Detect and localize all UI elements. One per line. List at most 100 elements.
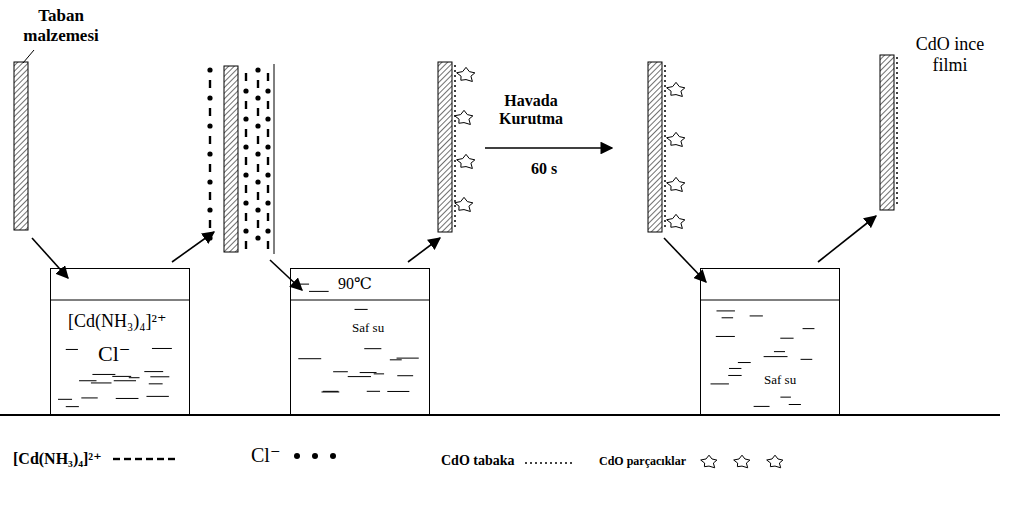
complex-ion <box>245 101 247 109</box>
complex-ion <box>267 185 269 193</box>
liquid-dash <box>116 398 139 399</box>
chloride-ion <box>207 123 212 128</box>
cdo-layer-dot <box>896 167 898 169</box>
cdo-layer-dot <box>664 125 666 127</box>
process-arrow <box>172 232 214 262</box>
cdo-layer-dot <box>664 140 666 142</box>
cdo-layer-dot <box>454 195 456 197</box>
chloride-ion <box>207 95 212 100</box>
complex-ion <box>267 129 269 137</box>
legend-item: [Cd(NH₃)₄]²⁺ <box>12 448 179 470</box>
cdo-layer-dot <box>454 130 456 132</box>
chloride-ion <box>255 95 260 100</box>
cdo-layer-dot <box>454 85 456 87</box>
cdo-layer-dot <box>454 200 456 202</box>
cdo-layer-dot <box>664 105 666 107</box>
liquid-dash <box>348 376 371 377</box>
liquid-dash <box>66 406 79 407</box>
cdo-layer-dot <box>896 157 898 159</box>
cdo-layer-dot <box>896 162 898 164</box>
cdo-layer-dot <box>664 190 666 192</box>
cdo-layer-dot <box>454 145 456 147</box>
liquid-surface <box>291 300 429 301</box>
complex-ion <box>267 101 269 109</box>
cdo-layer-dot <box>664 180 666 182</box>
cdo-layer-dot <box>454 175 456 177</box>
cdo-layer-dot <box>896 137 898 139</box>
solution-label: Saf su <box>351 321 385 336</box>
beaker: Saf su <box>700 268 840 415</box>
beaker: 90℃Saf su <box>290 268 430 415</box>
liquid-dash <box>750 315 763 316</box>
complex-ion <box>209 108 211 116</box>
legend-text: CdO parçacıklar <box>598 455 687 469</box>
cdo-layer-dot <box>664 220 666 222</box>
process-arrow <box>485 147 612 149</box>
complex-ion <box>209 80 211 88</box>
cdo-layer-dot <box>454 220 456 222</box>
chloride-ion <box>243 228 248 233</box>
complex-ion <box>245 185 247 193</box>
chloride-ion <box>207 207 212 212</box>
chloride-ion <box>243 88 248 93</box>
solution-label: Saf su <box>763 373 797 388</box>
cdo-layer-dot <box>896 87 898 89</box>
cdo-layer-dot <box>896 102 898 104</box>
cdo-layer-dot <box>664 130 666 132</box>
liquid-surface <box>51 300 189 301</box>
cdo-particle <box>455 110 473 124</box>
cdo-layer-dot <box>896 82 898 84</box>
cdo-layer-dot <box>896 147 898 149</box>
substrate <box>224 66 238 252</box>
liquid-dash <box>801 359 813 360</box>
cdo-layer-dot <box>896 107 898 109</box>
cdo-layer-dot <box>896 142 898 144</box>
cdo-layer-dot <box>664 185 666 187</box>
cdo-layer-dot <box>896 97 898 99</box>
time-label: 60 s <box>530 160 558 178</box>
cdo-layer-dot <box>454 105 456 107</box>
substrate <box>14 62 28 230</box>
cdo-layer-dot <box>664 70 666 72</box>
liquid-dash <box>333 371 348 372</box>
cdo-layer-dot <box>896 62 898 64</box>
process-arrow <box>818 216 876 262</box>
complex-ion <box>267 241 269 249</box>
cdo-layer-dot <box>896 152 898 154</box>
liquid-dash <box>774 351 785 352</box>
cdo-layer-dot <box>664 210 666 212</box>
cdo-layer-dot <box>454 160 456 162</box>
chloride-ion <box>265 200 270 205</box>
cdo-layer-dot <box>664 195 666 197</box>
cdo-layer-dot <box>664 135 666 137</box>
liquid-dash <box>390 359 402 360</box>
process-arrow <box>270 260 302 290</box>
legend-text: Cl⁻ <box>250 444 281 467</box>
cdo-particle <box>667 177 685 191</box>
liquid-dash <box>81 397 97 398</box>
complex-ion <box>209 220 211 228</box>
cdo-layer-dot <box>664 200 666 202</box>
cdo-layer-dot <box>454 120 456 122</box>
cdo-layer-dot <box>454 90 456 92</box>
cdo-layer-dot <box>454 135 456 137</box>
liquid-dash <box>360 372 377 373</box>
chloride-ion <box>265 228 270 233</box>
cdo-layer-dot <box>454 110 456 112</box>
liquid-dash <box>114 380 136 381</box>
complex-ion <box>209 192 211 200</box>
cdo-layer-dot <box>664 95 666 97</box>
beaker: [Cd(NH₃)₄]²⁺Cl⁻ <box>50 268 190 415</box>
cdo-layer-dot <box>454 210 456 212</box>
liquid-dash <box>58 399 72 400</box>
cdo-layer-dot <box>454 125 456 127</box>
cdo-particle <box>667 132 685 146</box>
complex-ion <box>245 241 247 249</box>
liquid-dash <box>144 371 163 372</box>
cdo-layer-dot <box>664 115 666 117</box>
complex-ion <box>257 136 259 144</box>
chloride-ion <box>207 235 212 240</box>
liquid-dash <box>152 348 172 349</box>
cdo-layer-dot <box>896 197 898 199</box>
